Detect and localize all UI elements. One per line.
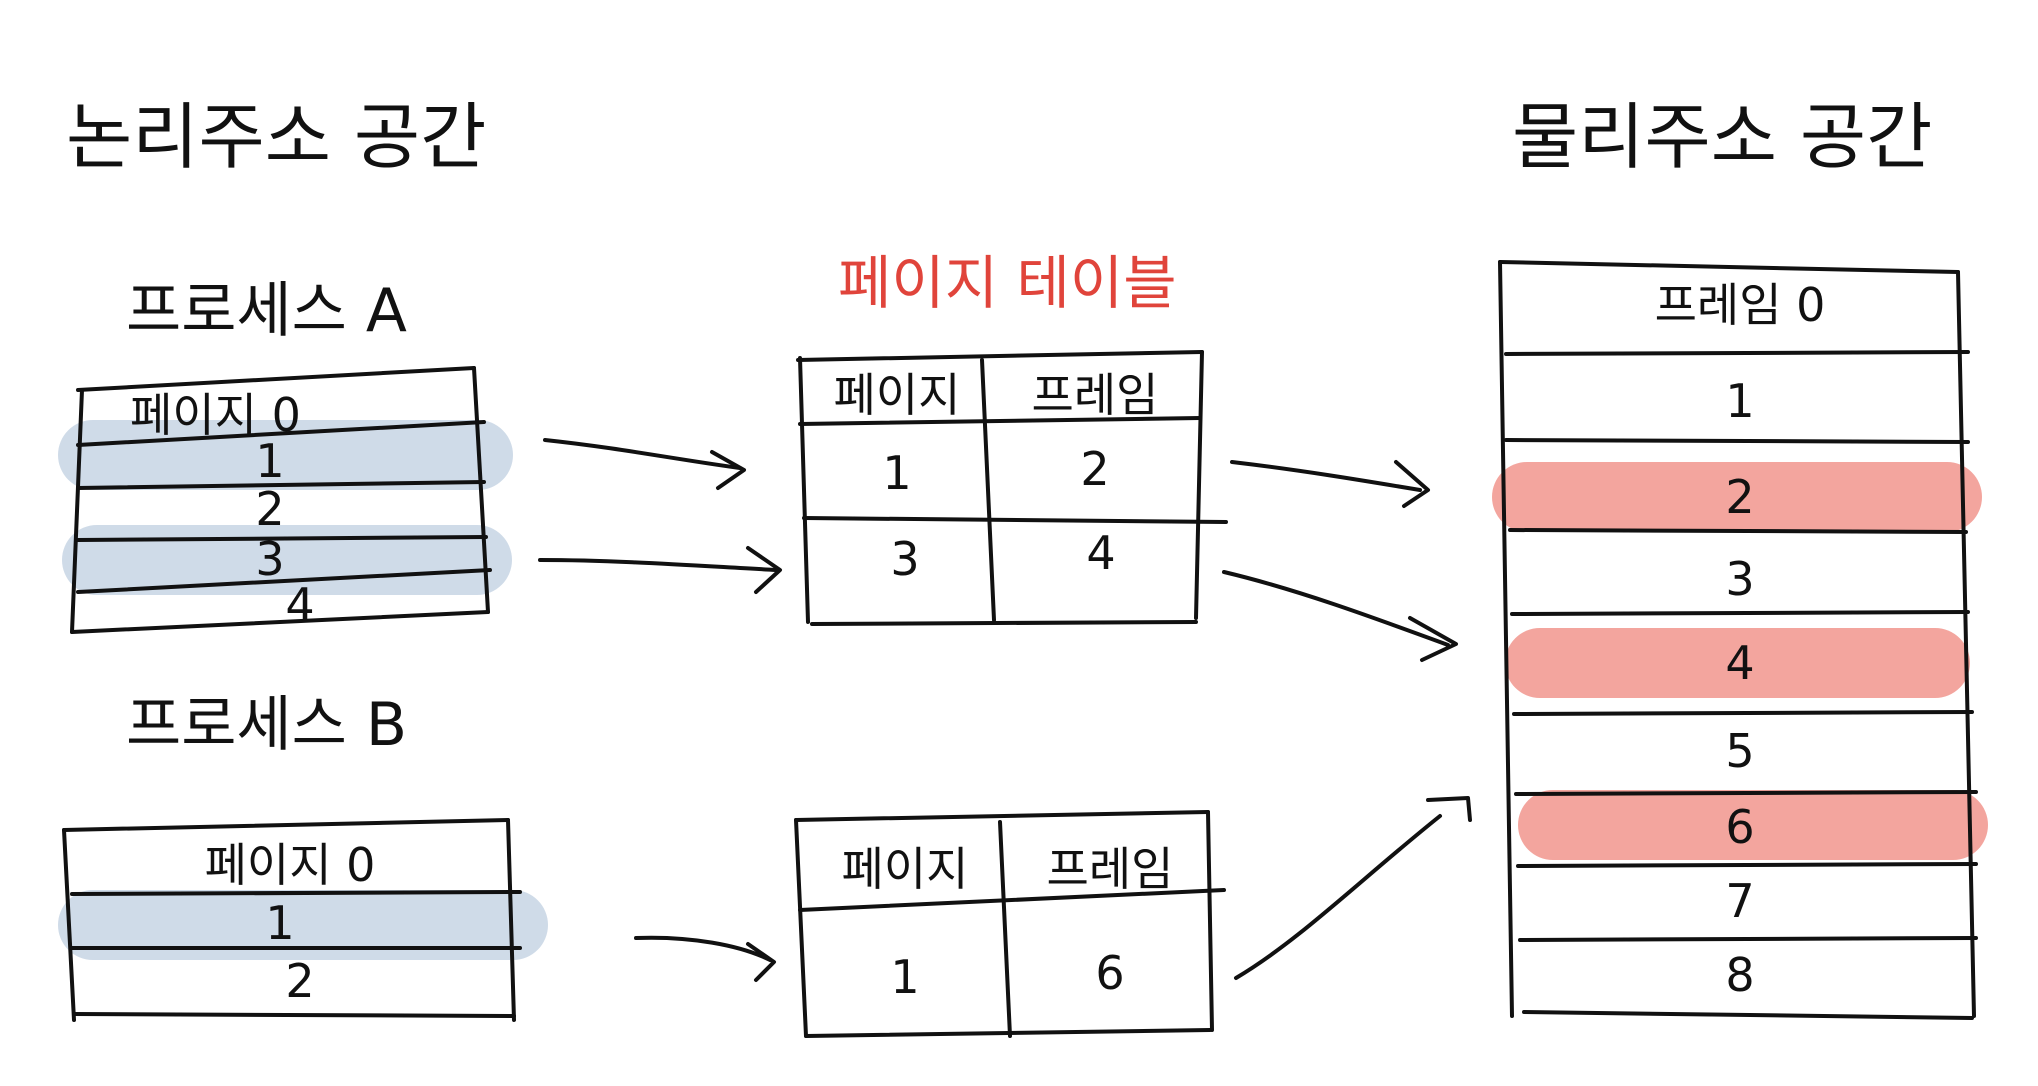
process-a-page-3: 3	[255, 532, 285, 586]
table-a-header-frame: 프레임	[1031, 368, 1159, 422]
process-b-page-box	[62, 818, 522, 1022]
physical-memory-box	[1498, 260, 1978, 1020]
physical-frame-7: 7	[1725, 874, 1755, 928]
logical-highlight-a-page-3	[62, 525, 512, 595]
table-b-header-frame: 프레임	[1046, 842, 1174, 896]
process-b-page-2: 2	[285, 954, 315, 1008]
physical-frame-6: 6	[1725, 800, 1755, 854]
arrow-table-a-to-frame-2	[1230, 460, 1430, 508]
arrow-table-b-to-frame-6	[1234, 796, 1472, 980]
table-a-row1-frame: 2	[1080, 442, 1110, 496]
process-b-page-1: 1	[265, 896, 295, 950]
physical-frame-8: 8	[1725, 948, 1755, 1002]
physical-frame-1: 1	[1725, 374, 1755, 428]
physical-highlight-frame-2	[1492, 462, 1982, 532]
process-b-title: 프로세스 B	[126, 690, 408, 760]
physical-frame-3: 3	[1725, 552, 1755, 606]
table-a-row2-page: 3	[890, 532, 920, 586]
page-table-a-box	[796, 350, 1228, 626]
physical-frame-0: 프레임 0	[1654, 278, 1826, 332]
process-a-page-4: 4	[285, 578, 315, 632]
physical-highlight-frame-6	[1518, 790, 1988, 860]
logical-address-space-heading: 논리주소 공간	[66, 95, 487, 179]
logical-highlight-b-page-1	[58, 890, 548, 960]
table-b-row1-page: 1	[890, 950, 920, 1004]
process-a-page-box	[70, 366, 492, 634]
table-a-header-page: 페이지	[833, 368, 961, 422]
table-b-header-page: 페이지	[841, 842, 969, 896]
process-a-page-1: 1	[255, 434, 285, 488]
arrow-a-page-1-to-table	[543, 438, 746, 490]
arrow-table-a-to-frame-4	[1222, 570, 1458, 662]
page-table-b-box	[794, 810, 1226, 1038]
table-b-row1-frame: 6	[1095, 946, 1125, 1000]
page-table-heading: 페이지 테이블	[838, 249, 1177, 317]
arrow-b-page-1-to-table	[634, 935, 776, 982]
process-a-page-0: 페이지 0	[130, 388, 301, 442]
logical-highlight-a-page-1	[58, 420, 513, 490]
physical-frame-5: 5	[1725, 724, 1755, 778]
process-a-title: 프로세스 A	[126, 276, 407, 346]
process-b-page-0: 페이지 0	[204, 838, 376, 892]
physical-frame-4: 4	[1725, 636, 1755, 690]
physical-frame-2: 2	[1725, 470, 1755, 524]
physical-address-space-heading: 물리주소 공간	[1512, 95, 1933, 179]
arrow-a-page-3-to-table	[538, 546, 782, 594]
physical-highlight-frame-4	[1505, 628, 1970, 698]
table-a-row1-page: 1	[882, 446, 912, 500]
table-a-row2-frame: 4	[1086, 526, 1116, 580]
process-a-page-2: 2	[255, 482, 285, 536]
